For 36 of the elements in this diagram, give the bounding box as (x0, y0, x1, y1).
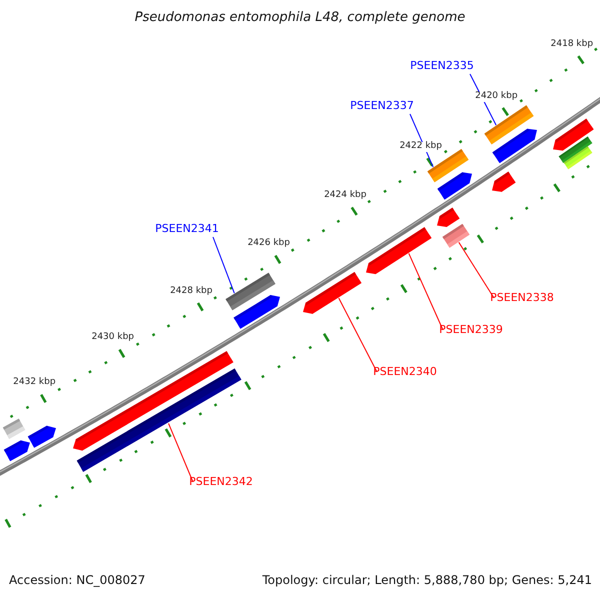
scale-label: 2420 kbp (475, 92, 518, 102)
leader-line (338, 297, 378, 372)
gene-bar (4, 440, 30, 462)
leader-line (168, 422, 194, 482)
gene-bar (2, 418, 26, 439)
map-title: Pseudomonas entomophila L48, complete genome (134, 10, 466, 26)
gene-label: PSEEN2340 (373, 366, 437, 378)
gene-bar (76, 368, 242, 472)
genome-summary: Topology: circular; Length: 5,888,780 bp; Genes: 5,241 (262, 574, 592, 588)
gene-bar (366, 227, 432, 274)
gene-label: PSEEN2337 (350, 100, 414, 112)
accession-text: Accession: NC_008027 (9, 574, 146, 588)
gene-bar (492, 128, 537, 164)
scale-label: 2422 kbp (400, 142, 442, 152)
gene-bar (492, 172, 516, 192)
leader-line (212, 236, 235, 294)
gene-bar (28, 426, 56, 448)
gene-bar (437, 172, 472, 200)
scale-label: 2424 kbp (324, 191, 366, 202)
scale-label: 2418 kbp (550, 40, 594, 50)
gene-bar (437, 208, 460, 228)
gene-label: PSEEN2339 (439, 324, 503, 336)
scale-label: 2432 kbp (13, 378, 56, 388)
gene-label: PSEEN2342 (189, 476, 253, 488)
leader-line (408, 252, 444, 330)
gene-bar (564, 146, 592, 170)
leader-line (458, 242, 494, 298)
gene-bar (442, 224, 470, 248)
gene-label: PSEEN2338 (490, 292, 554, 304)
gene-bar (234, 295, 280, 329)
scale-label: 2430 kbp (92, 334, 134, 344)
scale-label: 2428 kbp (170, 286, 212, 297)
gene-label: PSEEN2341 (155, 222, 219, 236)
gene-bar (303, 272, 362, 314)
scale-label: 2426 kbp (248, 239, 290, 250)
gene-label: PSEEN2335 (410, 60, 474, 72)
